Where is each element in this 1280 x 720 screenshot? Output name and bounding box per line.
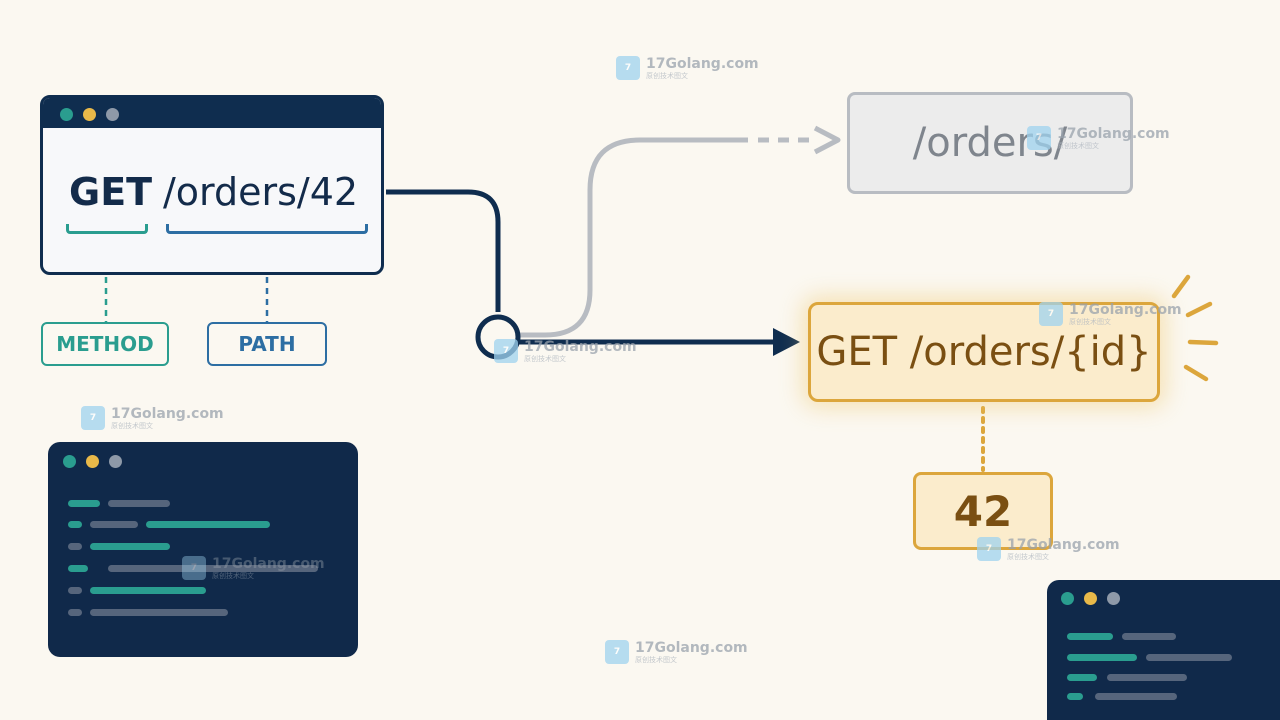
watermark-logo-icon: 7: [616, 56, 640, 80]
watermark-tagline: 原创技术图文: [1057, 142, 1099, 150]
code-line: [1107, 674, 1187, 681]
window-dot-icon: [86, 455, 99, 468]
code-line: [1067, 674, 1097, 681]
method-bracket: [66, 224, 148, 234]
window-titlebar: [43, 98, 381, 128]
code-line: [1122, 633, 1176, 640]
code-line: [68, 500, 100, 507]
method-label: METHOD: [41, 322, 169, 366]
watermark-tagline: 原创技术图文: [635, 656, 677, 664]
watermark-site: 17Golang.com: [1057, 126, 1170, 142]
watermark-tagline: 原创技术图文: [212, 572, 254, 580]
request-path: /orders/42: [163, 170, 359, 214]
window-dot-icon: [1107, 592, 1120, 605]
code-line: [1067, 693, 1083, 700]
highlight-ray: [1183, 364, 1209, 382]
watermark-tagline: 原创技术图文: [1069, 318, 1111, 326]
static-route-arrowhead: [813, 125, 841, 155]
highlight-ray: [1171, 274, 1191, 299]
code-line: [68, 565, 88, 572]
watermark-site: 17Golang.com: [1069, 302, 1182, 318]
watermark-tagline: 原创技术图文: [111, 422, 153, 430]
code-line: [1095, 693, 1177, 700]
window-dot-icon: [60, 108, 73, 121]
watermark-logo-icon: 7: [81, 406, 105, 430]
watermark-site: 17Golang.com: [1007, 537, 1120, 553]
code-line: [1067, 633, 1113, 640]
code-line: [68, 609, 82, 616]
path-label: PATH: [207, 322, 327, 366]
watermark-logo-icon: 7: [605, 640, 629, 664]
watermark-tagline: 原创技术图文: [646, 72, 688, 80]
code-line: [146, 521, 270, 528]
watermark-logo-icon: 7: [494, 339, 518, 363]
code-line: [68, 543, 82, 550]
code-line: [108, 500, 170, 507]
code-window-left: [48, 442, 358, 657]
window-dot-icon: [109, 455, 122, 468]
watermark-site: 17Golang.com: [212, 556, 325, 572]
path-bracket: [166, 224, 368, 234]
watermark-logo-icon: 7: [1039, 302, 1063, 326]
code-window-right: [1047, 580, 1280, 720]
watermark-logo-icon: 7: [1027, 126, 1051, 150]
highlight-ray: [1187, 339, 1219, 346]
code-line: [108, 565, 318, 572]
window-dot-icon: [106, 108, 119, 121]
request-window: GET /orders/42: [40, 95, 384, 275]
code-line: [90, 521, 138, 528]
code-line: [1146, 654, 1232, 661]
param-value-box: 42: [913, 472, 1053, 550]
window-dot-icon: [1084, 592, 1097, 605]
watermark-site: 17Golang.com: [646, 56, 759, 72]
watermark-logo-icon: 7: [977, 537, 1001, 561]
code-line: [1067, 654, 1137, 661]
watermark-logo-icon: 7: [182, 556, 206, 580]
code-line: [90, 587, 206, 594]
code-line: [68, 587, 82, 594]
watermark-tagline: 原创技术图文: [1007, 553, 1049, 561]
code-line: [90, 609, 228, 616]
matched-route-box: GET /orders/{id}: [808, 302, 1160, 402]
watermark-site: 17Golang.com: [635, 640, 748, 656]
request-line: [386, 189, 501, 312]
watermark-tagline: 原创技术图文: [524, 355, 566, 363]
window-dot-icon: [83, 108, 96, 121]
highlight-ray: [1185, 301, 1213, 318]
code-line: [90, 543, 170, 550]
code-line: [68, 521, 82, 528]
watermark-site: 17Golang.com: [111, 406, 224, 422]
request-method: GET: [69, 170, 153, 214]
window-dot-icon: [63, 455, 76, 468]
match-route-arrowhead: [773, 328, 800, 356]
watermark-site: 17Golang.com: [524, 339, 637, 355]
window-dot-icon: [1061, 592, 1074, 605]
static-route-branch: [520, 137, 748, 338]
